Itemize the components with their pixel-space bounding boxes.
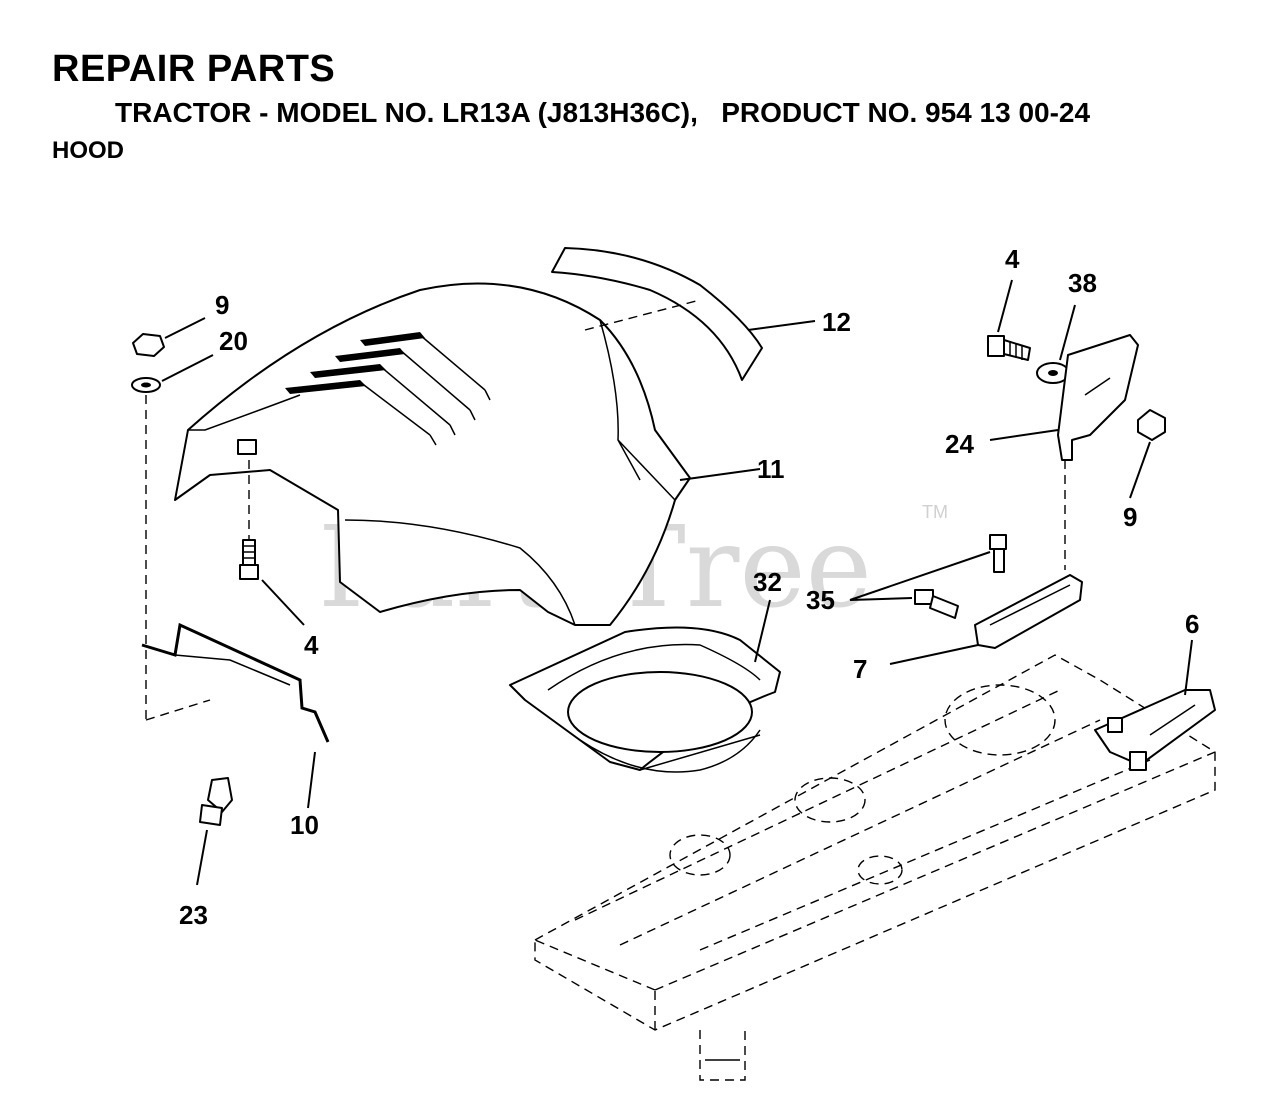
- callout-10-rod: 10: [290, 810, 319, 840]
- tractor-frame: [534, 654, 1216, 1081]
- callout-4-bolt-right: 4: [1005, 244, 1020, 274]
- callout-12-trim: 12: [822, 307, 851, 337]
- bolt-right: [987, 335, 1031, 361]
- watermark-tm: TM: [922, 502, 948, 522]
- nut-right: [1137, 409, 1166, 441]
- bracket-7: [974, 574, 1083, 649]
- nut-and-washer-left: [131, 333, 165, 393]
- section-label: HOOD: [52, 137, 124, 164]
- dash-panel-part: [509, 626, 781, 773]
- callout-20-washer: 20: [219, 326, 248, 356]
- callout-4-bolt: 4: [304, 630, 319, 660]
- callout-38-washer: 38: [1068, 268, 1097, 298]
- support-rod-part: [141, 622, 330, 743]
- callout-32-dash-panel: 32: [753, 567, 782, 597]
- clip-part: [199, 777, 233, 826]
- bolts-35: [914, 534, 1007, 619]
- callout-23-clip: 23: [179, 900, 208, 930]
- page-title: REPAIR PARTS: [52, 48, 336, 90]
- callout-6-hinge: 6: [1185, 609, 1199, 639]
- leader-lines: [161, 279, 1193, 886]
- callout-9-nut-right: 9: [1123, 502, 1137, 532]
- bracket-24: [1057, 334, 1139, 461]
- model-subtitle: TRACTOR - MODEL NO. LR13A (J813H36C), PR…: [115, 97, 1091, 128]
- callout-7-bracket: 7: [853, 654, 867, 684]
- callout-35-bolts: 35: [806, 585, 835, 615]
- callout-24-bracket: 24: [945, 429, 974, 459]
- hood-part: [174, 282, 691, 626]
- hinge-6: [1094, 689, 1216, 771]
- callout-11-hood: 11: [757, 454, 785, 484]
- hood-trim-part: [551, 247, 763, 381]
- bolt-left: [239, 539, 259, 580]
- callout-9-nut: 9: [215, 290, 229, 320]
